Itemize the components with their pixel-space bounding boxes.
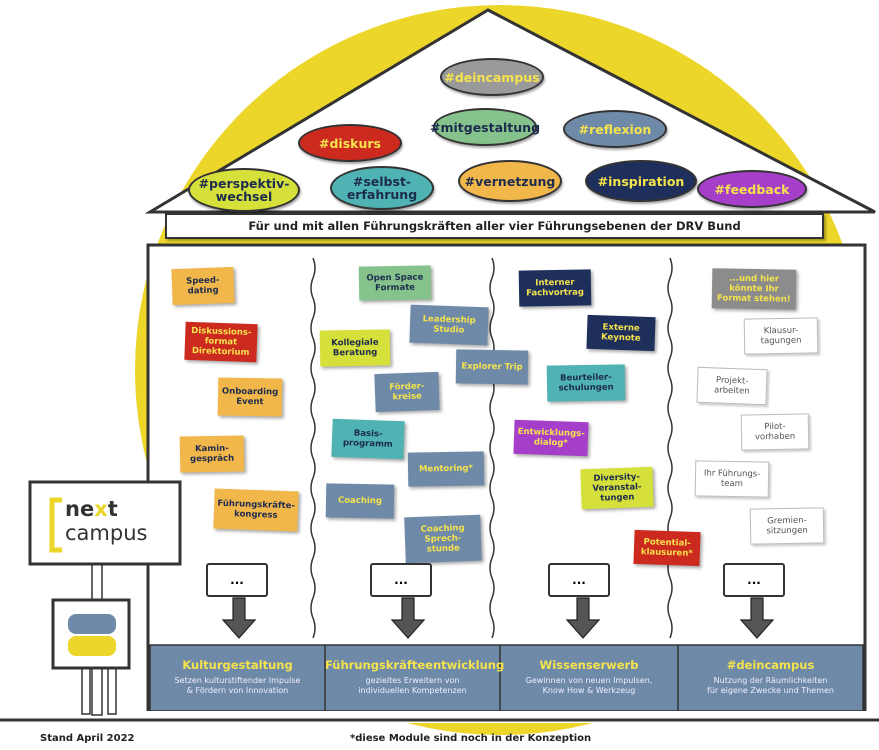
col2-notes-item: Basis- programm [331, 418, 405, 460]
col2-notes-item: Leadership Studio [409, 304, 489, 346]
col1-notes-item: Kamin- gespräch [179, 435, 245, 473]
col3-notes-item: Externe Keynote [586, 314, 656, 352]
pillar-subtitle: gezieltes Erweitern von individuellen Ko… [358, 676, 467, 695]
arrow-down-icon [390, 597, 426, 639]
col2-notes-item: Förder- kreise [374, 371, 440, 413]
col2-notes-item: Open Space Formate [358, 265, 432, 301]
col4-notes-item: ...und hier könnte Ihr Format stehen! [711, 268, 797, 310]
pillar-kulturgestaltung: Kulturgestaltung Setzen kulturstiftender… [150, 646, 325, 708]
arrow-down-icon [739, 597, 775, 639]
col2-notes-item: Coaching Sprech- stunde [404, 514, 482, 564]
col3-notes-item: Interner Fachvortrag [518, 269, 592, 307]
footer-date: Stand April 2022 [40, 733, 135, 744]
col4-notes-item: Ihr Führungs- team [694, 460, 770, 498]
banner: Für und mit allen Führungskräften aller … [165, 213, 824, 239]
pillar-subtitle: Setzen kulturstiftender Impulse & Förder… [174, 676, 301, 695]
pillar-deincampus: #deincampus Nutzung der Räumlichkeiten f… [678, 646, 863, 708]
col1-notes-item: Speed- dating [171, 266, 235, 306]
placeholder-box: ... [548, 563, 610, 597]
separator-1 [310, 257, 316, 639]
roof-tag: #inspiration [585, 160, 697, 202]
roof-tag: #deincampus [440, 58, 544, 96]
roof-tag: #feedback [697, 170, 807, 208]
pillar-fuehrungskraefteentwicklung: Führungskräfteentwicklung gezieltes Erwe… [325, 646, 505, 708]
roof-tag: #reflexion [563, 110, 667, 148]
pillar-subtitle: Nutzung der Räumlichkeiten für eigene Zw… [707, 676, 834, 695]
arrow-down-icon [565, 597, 601, 639]
col2-notes-item: Kollegiale Beratung [319, 329, 391, 367]
roof-tag: #selbst- erfahrung [330, 166, 434, 210]
roof-tag: #perspektiv- wechsel [188, 168, 300, 212]
footer-note: *diese Module sind noch in der Konzeptio… [350, 733, 592, 744]
separator-3 [667, 257, 673, 639]
col2-notes-item: Explorer Trip [455, 349, 529, 385]
col1-notes-item: Führungskräfte- kongress [213, 488, 299, 532]
col4-notes-item: Klausur- tagungen [743, 317, 819, 355]
logo-next: next [65, 497, 118, 521]
placeholder-box: ... [723, 563, 785, 597]
roof-tag: #mitgestaltung [430, 108, 540, 146]
separator-2 [489, 257, 495, 639]
col3-notes-item: Entwicklungs- dialog* [513, 419, 589, 457]
roof-tag: #diskurs [298, 124, 402, 162]
pillar-wissenserwerb: Wissenserwerb Gewinnen von neuen Impulse… [500, 646, 678, 708]
logo-campus: campus [65, 521, 148, 545]
col3-notes-item: Beurteiler- schulungen [546, 364, 626, 402]
placeholder-box: ... [206, 563, 268, 597]
col4-notes-item: Gremien- sitzungen [749, 507, 825, 545]
col1-notes-item: Diskussions- format Direktorium [184, 321, 258, 363]
col2-notes-item: Coaching [325, 483, 395, 519]
pillar-title: Führungskräfteentwicklung [325, 658, 505, 672]
pillar-subtitle: Gewinnen von neuen Impulsen, Know How & … [525, 676, 653, 695]
base-band [149, 644, 864, 712]
col4-notes-item: Pilot- vorhaben [740, 413, 810, 451]
pillar-title: #deincampus [726, 658, 815, 672]
col1-notes-item: Onboarding Event [217, 377, 283, 417]
arrow-down-icon [221, 597, 257, 639]
pillar-title: Wissenserwerb [539, 658, 639, 672]
col3-notes-item: Potential- klausuren* [633, 529, 701, 567]
logo-bracket [49, 497, 62, 553]
col4-notes-item: Projekt- arbeiten [696, 366, 768, 406]
sign-post [81, 667, 91, 715]
sign-post [107, 667, 117, 715]
col2-notes-item: Mentoring* [407, 451, 485, 487]
col3-notes-item: Diversity- Veranstal- tungen [580, 466, 654, 510]
placeholder-box: ... [370, 563, 432, 597]
roof-tag: #vernetzung [458, 160, 562, 202]
pillar-title: Kulturgestaltung [182, 658, 293, 672]
arrow-icons [221, 597, 775, 639]
